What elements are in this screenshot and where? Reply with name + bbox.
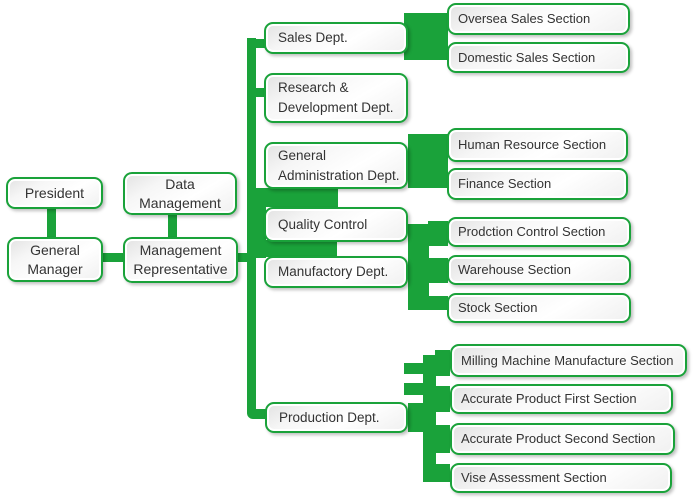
node-label-oversea-sales-section: Oversea Sales Section (458, 11, 591, 26)
connector-tab-vise (435, 464, 450, 482)
node-label-general-manager: General Manager (27, 241, 83, 277)
node-label-quality-control: Quality Control (278, 216, 368, 232)
connector-data-management-to-representative (168, 215, 177, 237)
node-finance-section: Finance Section (447, 168, 628, 200)
node-label-stock-section: Stock Section (458, 300, 538, 315)
connector-block-sales-to-sections (404, 13, 448, 60)
node-research-development-dept: Research & Development Dept. (264, 73, 408, 123)
node-data-management: Data Management (123, 172, 237, 215)
node-oversea-sales-section: Oversea Sales Section (447, 3, 630, 35)
node-label-production-dept: Production Dept. (279, 409, 380, 425)
connector-stub-production-upper (404, 363, 423, 374)
connector-block-genadmin-to-sections (408, 134, 448, 188)
node-domestic-sales-section: Domestic Sales Section (447, 42, 630, 73)
node-label-president: President (24, 184, 85, 201)
node-milling-machine-manufacture-section: Milling Machine Manufacture Section (450, 344, 687, 377)
node-label-manufactory-dept: Manufactory Dept. (278, 264, 389, 279)
node-label-accurate-product-first-section: Accurate Product First Section (461, 391, 637, 406)
connector-bar-production-sections (423, 355, 436, 482)
connector-stub-research (254, 88, 266, 97)
node-president: President (6, 177, 103, 209)
node-label-sales-dept: Sales Dept. (278, 30, 348, 45)
node-label-warehouse-section: Warehouse Section (458, 262, 571, 277)
node-label-data-management: Data Management (139, 175, 221, 211)
node-accurate-product-second-section: Accurate Product Second Section (450, 423, 675, 455)
node-label-milling-machine-manufacture-section: Milling Machine Manufacture Section (461, 352, 674, 368)
connector-band-quality-to-manufactory (247, 240, 337, 257)
node-prodction-control-section: Prodction Control Section (447, 217, 631, 247)
node-management-representative: Management Representative (123, 237, 238, 283)
node-label-accurate-product-second-section: Accurate Product Second Section (461, 431, 656, 446)
connector-stub-sales (254, 39, 266, 48)
node-label-human-resource-section: Human Resource Section (458, 137, 607, 152)
node-label-finance-section: Finance Section (458, 176, 552, 191)
connector-contact-production (408, 403, 423, 432)
node-sales-dept: Sales Dept. (264, 22, 408, 54)
connector-representative-to-trunk (236, 253, 248, 262)
node-general-administration-dept: General Administration Dept. (264, 142, 408, 189)
connector-bar-qc-manufactory-sections (408, 224, 429, 310)
node-quality-control: Quality Control (264, 207, 408, 242)
connector-tab-accurate-second (435, 425, 450, 453)
connector-tab-milling (435, 350, 450, 376)
node-label-domestic-sales-section: Domestic Sales Section (458, 49, 596, 65)
node-label-general-administration-dept: General Administration Dept. (278, 147, 400, 183)
node-general-manager: General Manager (7, 237, 103, 282)
node-vise-assessment-section: Vise Assessment Section (450, 463, 672, 493)
connector-tab-stock (428, 296, 448, 310)
connector-general-manager-to-representative (103, 253, 124, 262)
node-manufactory-dept: Manufactory Dept. (264, 256, 408, 288)
node-label-prodction-control-section: Prodction Control Section (458, 224, 606, 239)
node-human-resource-section: Human Resource Section (447, 128, 628, 162)
connector-president-to-general-manager (47, 209, 56, 237)
node-production-dept: Production Dept. (265, 402, 408, 433)
node-warehouse-section: Warehouse Section (447, 255, 631, 285)
node-accurate-product-first-section: Accurate Product First Section (450, 384, 673, 414)
connector-band-general-administration (247, 188, 338, 207)
connector-tab-accurate-first (435, 386, 450, 412)
node-label-vise-assessment-section: Vise Assessment Section (461, 470, 607, 485)
node-label-research-development-dept: Research & Development Dept. (278, 80, 394, 115)
connector-trunk-elbow-to-production (247, 409, 266, 419)
connector-stub-production-lower (404, 383, 423, 395)
connector-tab-warehouse (428, 258, 448, 283)
node-stock-section: Stock Section (447, 293, 631, 323)
connector-tab-prodction-control (428, 221, 448, 246)
node-label-management-representative: Management Representative (133, 242, 228, 277)
